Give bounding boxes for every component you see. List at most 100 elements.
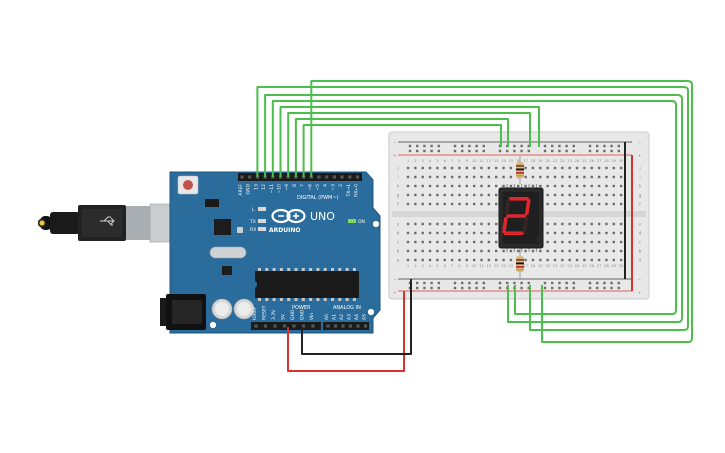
breadboard-hole[interactable] [568, 258, 571, 262]
breadboard-hole[interactable] [502, 249, 505, 253]
breadboard-hole[interactable] [458, 184, 461, 188]
breadboard-hole[interactable] [450, 184, 454, 188]
rail-hole[interactable] [543, 286, 547, 290]
rail-hole[interactable] [551, 286, 554, 290]
rail-hole[interactable] [430, 281, 433, 285]
breadboard-hole[interactable] [605, 193, 608, 197]
rail-hole[interactable] [588, 286, 592, 290]
breadboard-hole[interactable] [524, 249, 527, 253]
breadboard-hole[interactable] [443, 193, 446, 197]
breadboard-hole[interactable] [509, 166, 513, 170]
rail-hole[interactable] [551, 149, 554, 153]
breadboard-hole[interactable] [583, 184, 586, 188]
breadboard-hole[interactable] [450, 258, 454, 262]
header-pin[interactable] [282, 324, 287, 328]
rail-hole[interactable] [416, 281, 419, 285]
rail-hole[interactable] [558, 144, 561, 148]
breadboard-hole[interactable] [553, 231, 557, 235]
header-pin[interactable] [348, 324, 353, 328]
breadboard-hole[interactable] [590, 184, 593, 188]
breadboard-hole[interactable] [553, 175, 557, 179]
breadboard-hole[interactable] [450, 202, 454, 206]
breadboard-hole[interactable] [561, 184, 564, 188]
breadboard-hole[interactable] [561, 222, 564, 226]
breadboard-hole[interactable] [472, 258, 476, 262]
breadboard-hole[interactable] [487, 166, 491, 170]
rail-hole[interactable] [610, 286, 613, 290]
breadboard-hole[interactable] [472, 202, 476, 206]
breadboard-hole[interactable] [517, 249, 520, 253]
breadboard-hole[interactable] [465, 175, 468, 179]
breadboard-hole[interactable] [480, 222, 483, 226]
rail-hole[interactable] [543, 281, 547, 285]
header-pin[interactable] [263, 324, 268, 328]
breadboard-hole[interactable] [406, 193, 410, 197]
breadboard-hole[interactable] [619, 249, 623, 253]
rail-hole[interactable] [468, 286, 471, 290]
breadboard-hole[interactable] [590, 193, 593, 197]
rail-hole[interactable] [482, 281, 485, 285]
breadboard-hole[interactable] [428, 166, 432, 170]
breadboard-hole[interactable] [590, 240, 593, 244]
breadboard-hole[interactable] [502, 175, 505, 179]
rail-hole[interactable] [475, 144, 478, 148]
breadboard-hole[interactable] [428, 175, 432, 179]
breadboard-hole[interactable] [605, 231, 608, 235]
rail-hole[interactable] [423, 281, 426, 285]
rail-hole[interactable] [603, 144, 606, 148]
breadboard-hole[interactable] [605, 184, 608, 188]
breadboard-hole[interactable] [414, 222, 417, 226]
breadboard-hole[interactable] [524, 184, 527, 188]
breadboard-hole[interactable] [619, 184, 623, 188]
rail-hole[interactable] [461, 281, 464, 285]
breadboard-hole[interactable] [583, 249, 586, 253]
breadboard-hole[interactable] [583, 193, 586, 197]
rail-hole[interactable] [513, 144, 516, 148]
breadboard-hole[interactable] [561, 166, 564, 170]
breadboard-hole[interactable] [436, 202, 439, 206]
breadboard-hole[interactable] [553, 184, 557, 188]
header-pin[interactable] [311, 324, 315, 328]
breadboard-hole[interactable] [480, 258, 483, 262]
breadboard-hole[interactable] [436, 258, 439, 262]
rail-hole[interactable] [461, 286, 464, 290]
breadboard-hole[interactable] [561, 231, 564, 235]
breadboard-hole[interactable] [458, 202, 461, 206]
breadboard-hole[interactable] [421, 249, 424, 253]
breadboard-hole[interactable] [546, 184, 549, 188]
header-pin[interactable] [317, 175, 321, 179]
breadboard-hole[interactable] [465, 249, 468, 253]
breadboard-hole[interactable] [465, 166, 468, 170]
breadboard-hole[interactable] [414, 249, 417, 253]
rail-hole[interactable] [482, 286, 485, 290]
breadboard-hole[interactable] [495, 258, 498, 262]
breadboard-hole[interactable] [619, 222, 623, 226]
rail-hole[interactable] [543, 144, 547, 148]
breadboard-hole[interactable] [575, 166, 579, 170]
rail-hole[interactable] [513, 149, 516, 153]
rail-hole[interactable] [565, 149, 568, 153]
breadboard-hole[interactable] [472, 184, 476, 188]
breadboard-hole[interactable] [436, 240, 439, 244]
breadboard-hole[interactable] [605, 175, 608, 179]
breadboard-holes[interactable] [406, 144, 623, 290]
breadboard-hole[interactable] [436, 231, 439, 235]
breadboard-hole[interactable] [495, 249, 498, 253]
breadboard-hole[interactable] [553, 166, 557, 170]
header-pin[interactable] [340, 175, 344, 179]
breadboard-hole[interactable] [450, 249, 454, 253]
breadboard-hole[interactable] [487, 222, 491, 226]
breadboard-hole[interactable] [597, 258, 601, 262]
breadboard-hole[interactable] [575, 240, 579, 244]
breadboard-hole[interactable] [450, 166, 454, 170]
breadboard-hole[interactable] [428, 240, 432, 244]
breadboard-hole[interactable] [421, 258, 424, 262]
rail-hole[interactable] [603, 286, 606, 290]
breadboard-hole[interactable] [531, 249, 535, 253]
breadboard-hole[interactable] [568, 249, 571, 253]
rail-hole[interactable] [453, 149, 457, 153]
breadboard-hole[interactable] [612, 202, 615, 206]
rail-hole[interactable] [520, 286, 523, 290]
breadboard-hole[interactable] [546, 193, 549, 197]
